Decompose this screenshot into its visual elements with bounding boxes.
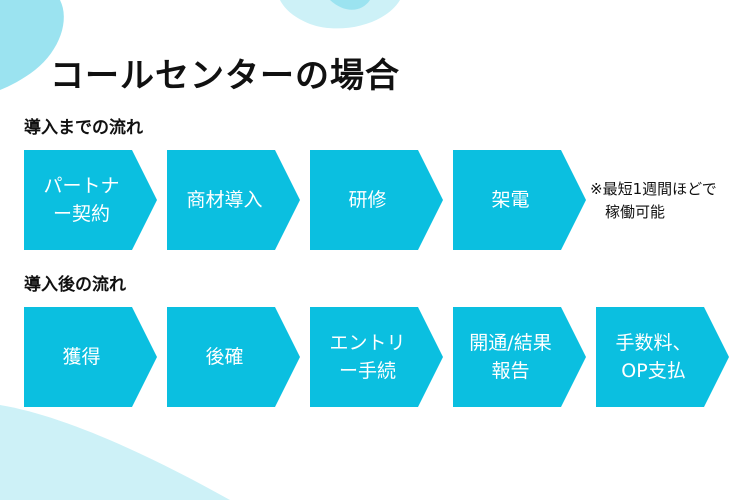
flow-step-label: 研修 [348, 189, 387, 211]
flow-step-label: 後確 [205, 346, 244, 368]
flow-step-entry-procedure: エントリ ー手続 [310, 307, 443, 407]
section-heading-after: 導入後の流れ [24, 275, 126, 295]
flow-step-confirmation: 後確 [167, 307, 300, 407]
flow-before: パートナ ー契約 商材導入 研修 架電 [24, 150, 744, 250]
flow-step-label: 架電 [491, 189, 530, 211]
flow-step-label: 獲得 [62, 346, 101, 368]
flow-step-calling: 架電 [453, 150, 586, 250]
top-center-decoration [280, 0, 400, 29]
bottom-left-decoration [0, 405, 230, 500]
top-left-decoration [0, 0, 64, 90]
flow-step-label: エントリ ー手続 [329, 332, 406, 382]
flow-after: 獲得 後確 エントリ ー手続 開通/結果 報告 手数料、 OP支払 [24, 307, 744, 407]
flow-step-label: 開通/結果 報告 [469, 332, 552, 382]
flow-step-training: 研修 [310, 150, 443, 250]
flow-step-label: 手数料、 OP支払 [615, 332, 692, 382]
flow-step-activation-report: 開通/結果 報告 [453, 307, 586, 407]
lead-time-note: ※最短1週間ほどで 稼働可能 [590, 180, 717, 221]
flow-step-fee-payment: 手数料、 OP支払 [596, 307, 729, 407]
flow-step-partner-contract: パートナ ー契約 [24, 150, 157, 250]
flow-step-acquisition: 獲得 [24, 307, 157, 407]
page-title: コールセンターの場合 [50, 56, 400, 96]
flow-step-product-introduction: 商材導入 [167, 150, 300, 250]
flow-step-label: 商材導入 [186, 189, 263, 211]
section-heading-before: 導入までの流れ [24, 118, 143, 138]
flow-step-label: パートナ ー契約 [43, 175, 120, 225]
